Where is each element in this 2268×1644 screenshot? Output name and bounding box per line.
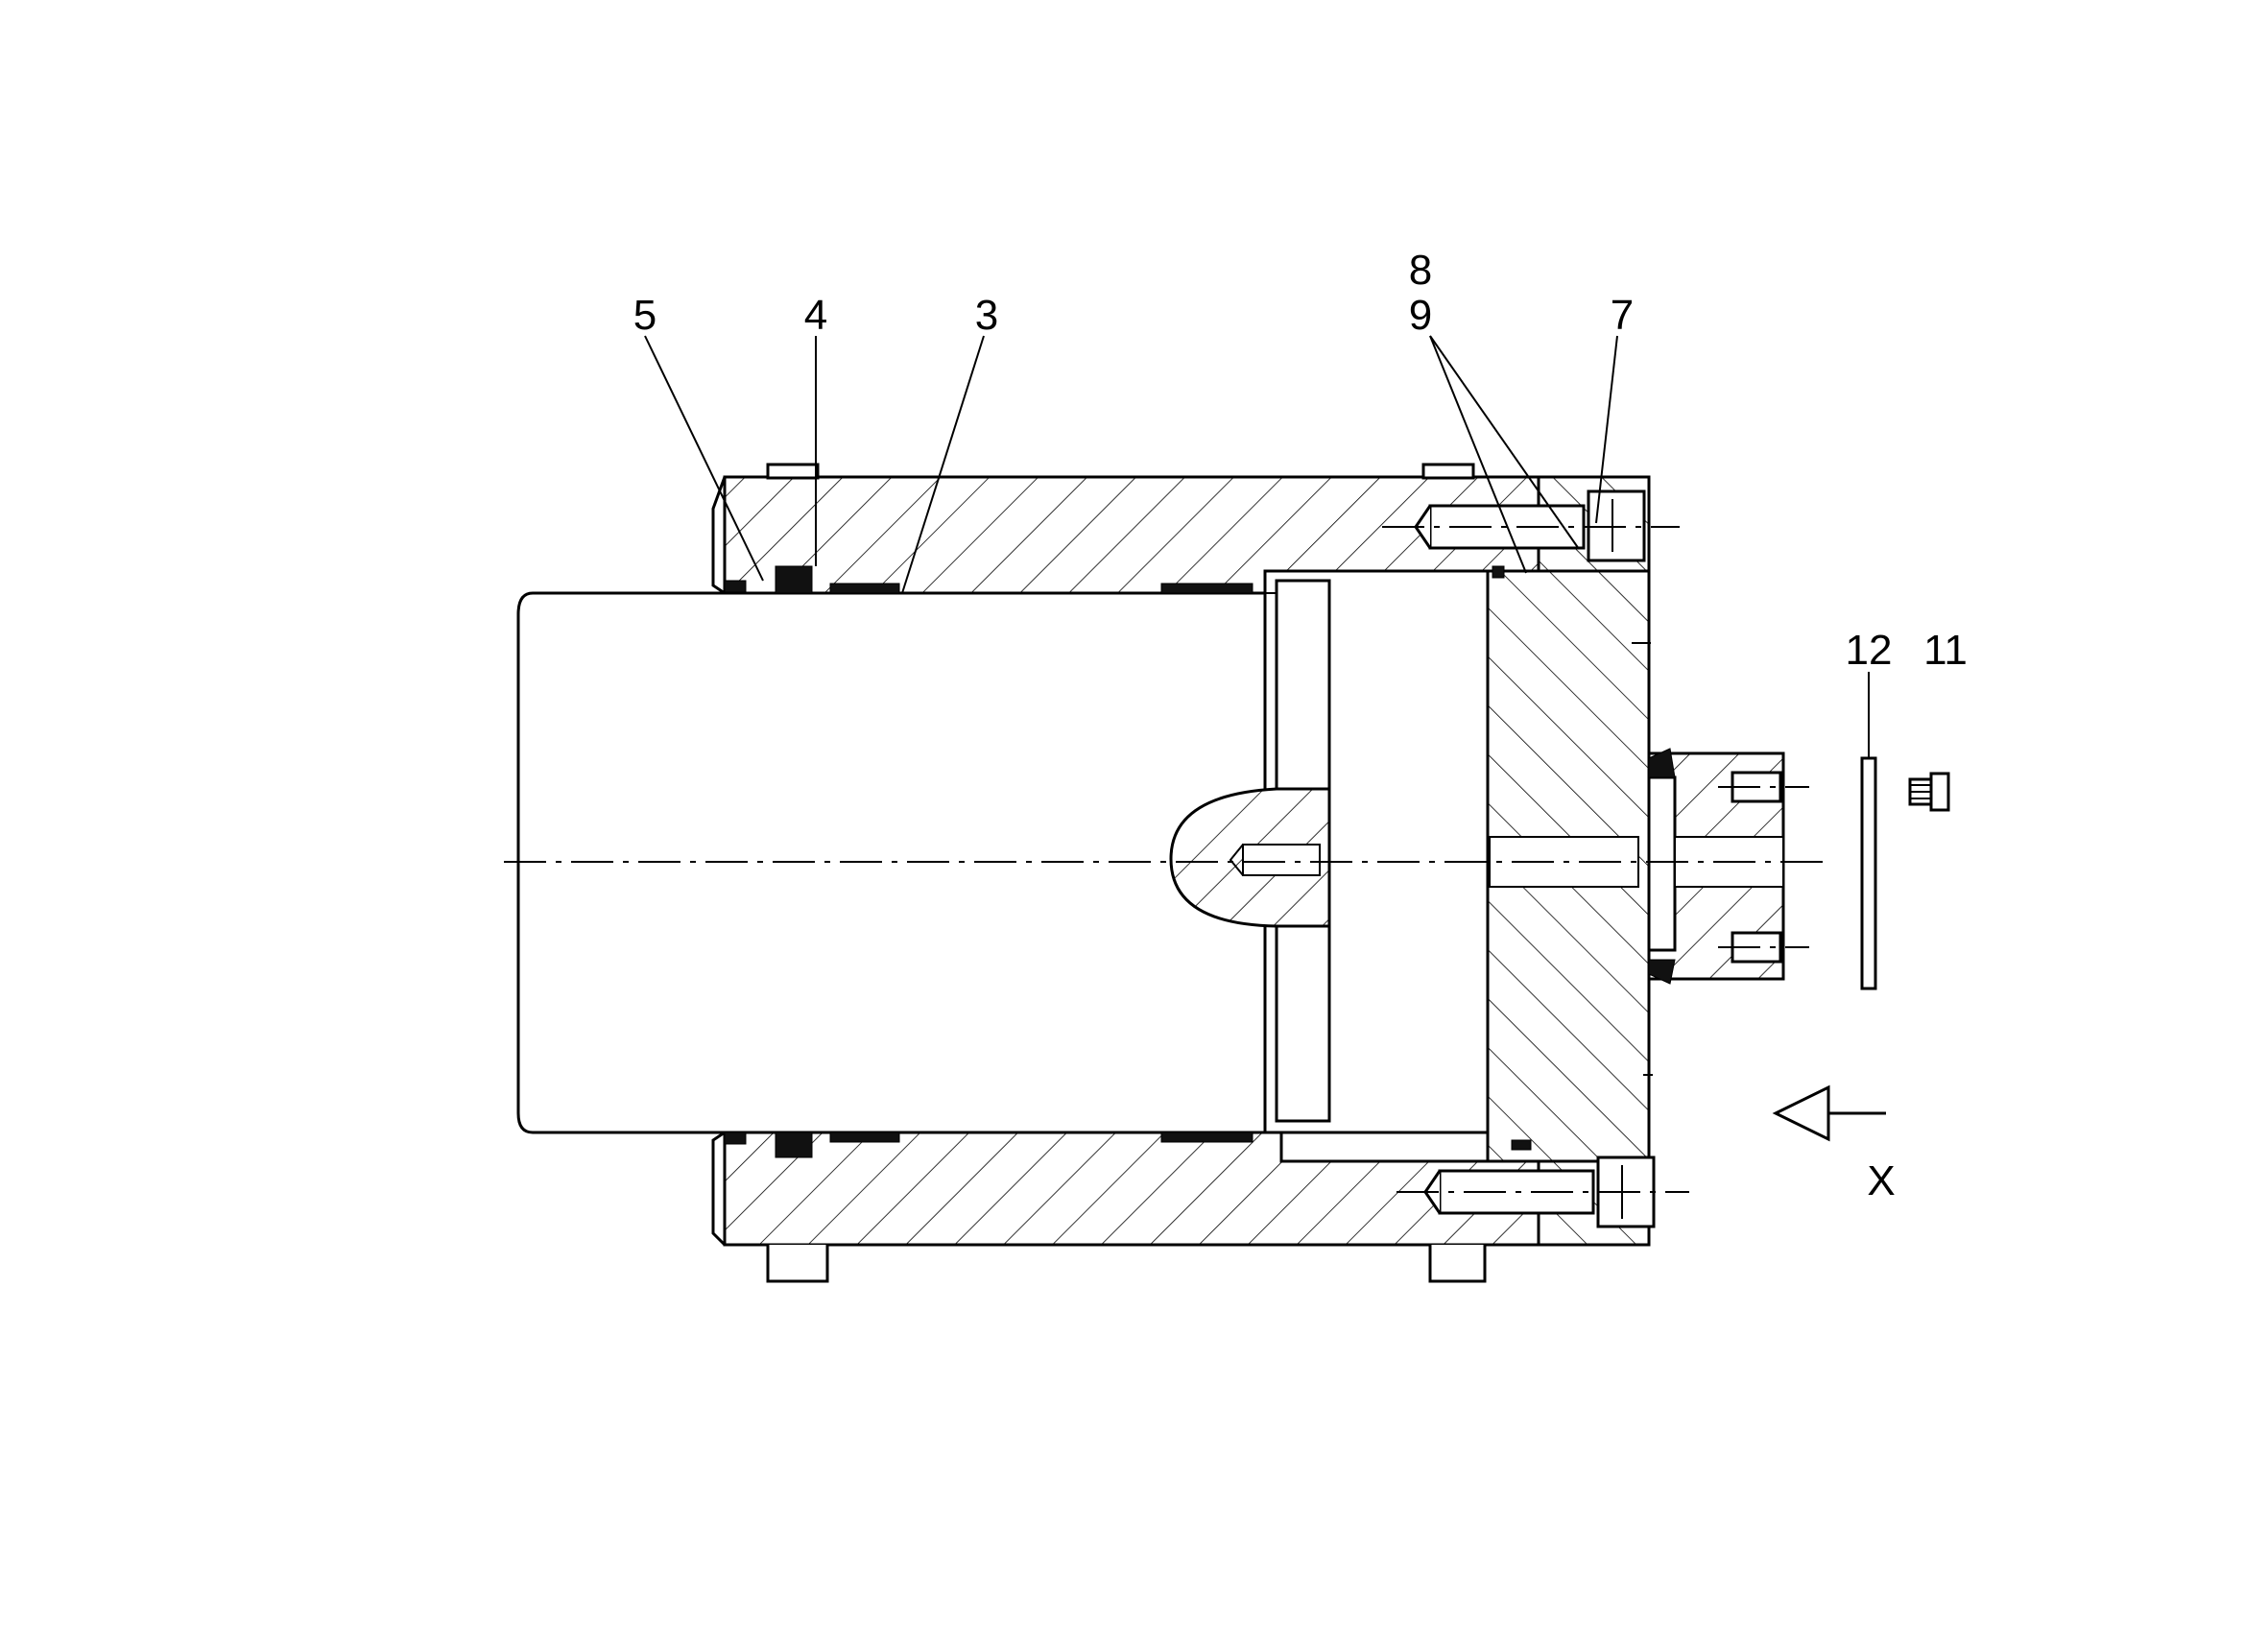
label-part-9: 9 bbox=[1409, 292, 1432, 339]
plate-12 bbox=[1860, 756, 1877, 990]
screw-11 bbox=[1908, 772, 1950, 812]
label-part-12: 12 bbox=[1846, 627, 1893, 674]
label-part-11: 11 bbox=[1923, 627, 1968, 674]
connection-flange bbox=[1647, 748, 1809, 985]
rod-seals-top bbox=[724, 565, 1253, 594]
view-label-x: X bbox=[1867, 1157, 1895, 1204]
piston-head bbox=[1169, 569, 1490, 1134]
cap-screw-bottom bbox=[1397, 1156, 1689, 1228]
label-part-4: 4 bbox=[804, 292, 827, 339]
label-part-5: 5 bbox=[633, 292, 657, 339]
label-part-3: 3 bbox=[975, 292, 998, 339]
cylinder-housing bbox=[711, 463, 1540, 1283]
leader-lines bbox=[644, 335, 1870, 758]
label-part-8: 8 bbox=[1409, 247, 1432, 294]
view-arrow bbox=[1772, 1084, 1886, 1142]
label-part-7: 7 bbox=[1611, 292, 1634, 339]
rod-seals-bottom bbox=[724, 1132, 1253, 1158]
piston-seals bbox=[1492, 565, 1532, 1151]
end-cap bbox=[1486, 475, 1653, 1247]
